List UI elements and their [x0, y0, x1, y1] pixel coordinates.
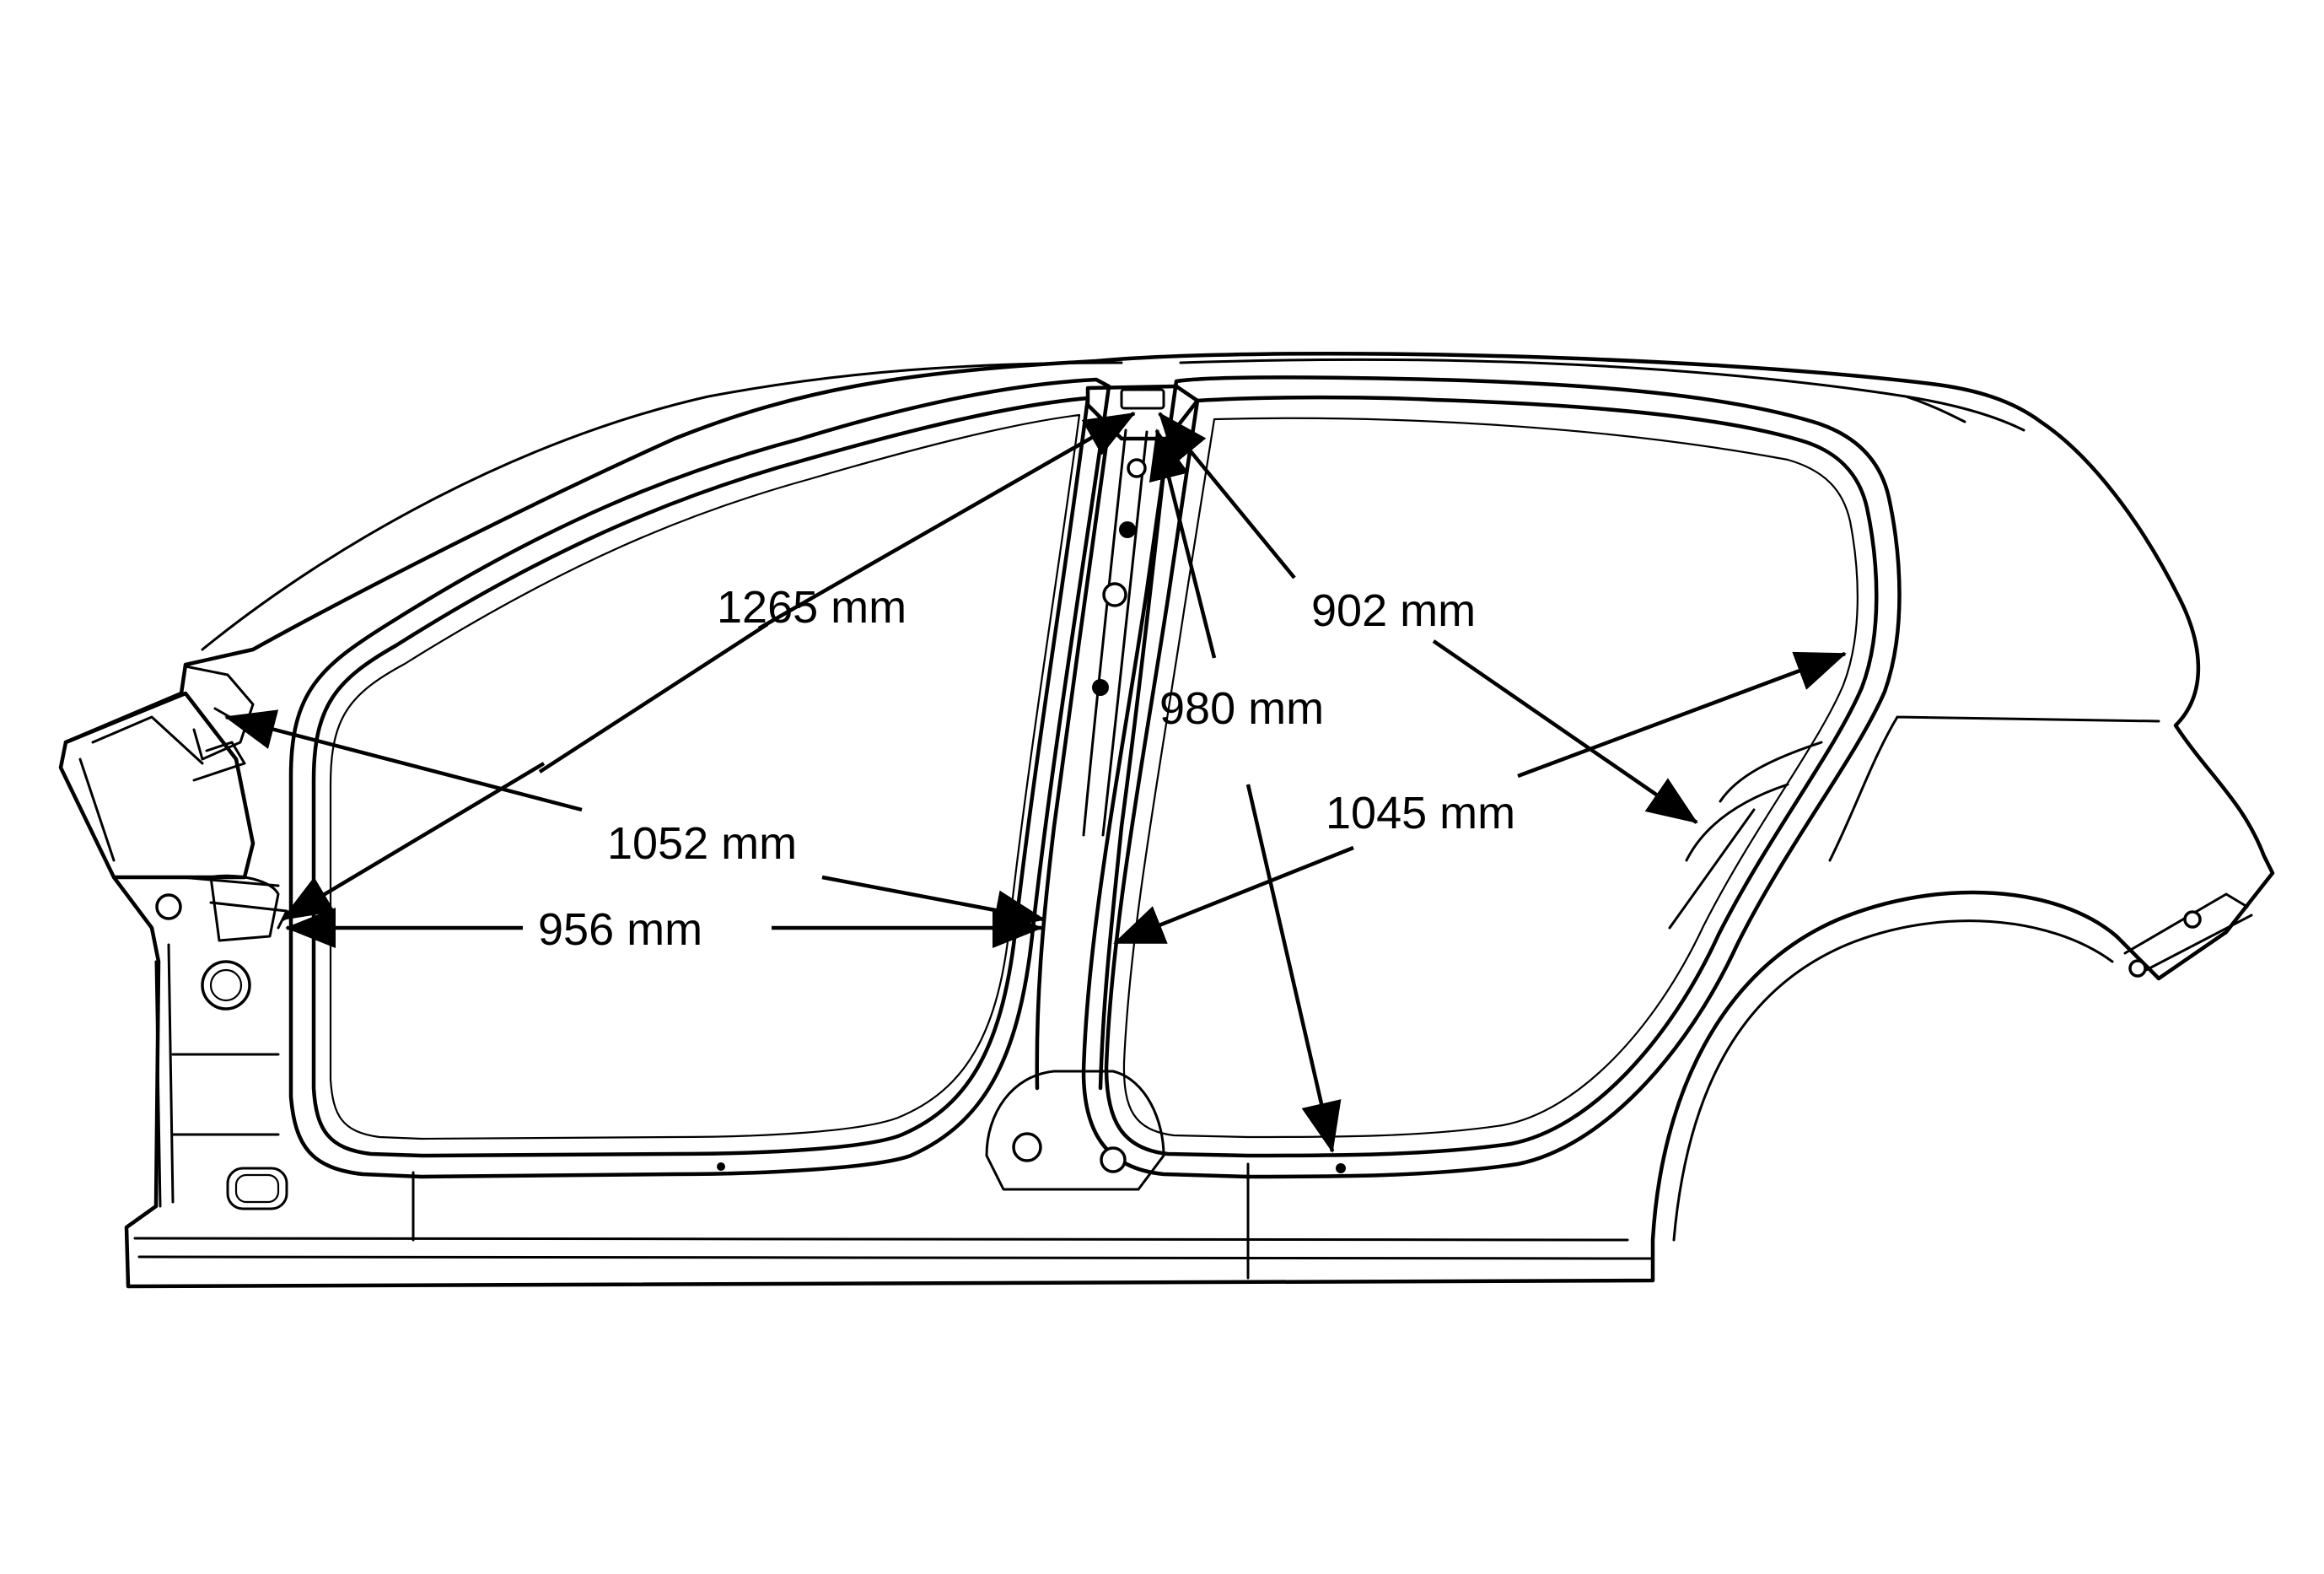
- lower-hinge-pad-inner: [234, 1173, 280, 1204]
- hinge-pillar-strip-1: [154, 960, 162, 1208]
- arrow-980-to-rear-rocker: [1245, 784, 1342, 1153]
- rear-door-opening-outer: [1081, 375, 1902, 1179]
- body-side-panel: [58, 351, 2275, 1289]
- roof-rail-line-2: [1179, 358, 2025, 432]
- hole-b-pillar-lower-2: [1100, 1146, 1127, 1173]
- rear-quarter-wheel-arch-inner: [1672, 919, 2114, 1242]
- hinge-pillar-panels: [171, 876, 288, 1136]
- arrow-1052-to-b-pillar: [821, 875, 1046, 930]
- label-1045-mm: 1045 mm: [1326, 788, 1515, 838]
- rear-quarter-taillight-edge: [1828, 715, 2160, 862]
- b-pillar-inner-1: [1082, 429, 1127, 837]
- b-pillar-inner-2: [1101, 430, 1149, 837]
- arrow-1265-mid: [538, 623, 769, 774]
- roof-rail-line-1: [201, 361, 1123, 651]
- rear-quarter-belt-line: [1904, 395, 1966, 423]
- hole-quarter-1: [2183, 910, 2202, 929]
- b-pillar-top-slot: [1120, 388, 1165, 410]
- a-pillar-front-detail: [78, 715, 204, 862]
- rear-door-opening-innermost: [1122, 417, 1859, 1139]
- label-1052-mm: 1052 mm: [607, 818, 797, 869]
- hole-b-pillar-3: [1102, 582, 1127, 607]
- hinge-pillar-bracket: [209, 874, 280, 942]
- front-door-opening-innermost: [329, 413, 1081, 1140]
- label-980-mm: 980 mm: [1159, 683, 1324, 734]
- label-1265-mm: 1265 mm: [717, 582, 906, 633]
- rear-wheelhouse-lines: [1668, 741, 1823, 930]
- arrow-980-to-b-pillar-top: [1149, 429, 1217, 659]
- b-pillar-front-edge: [1035, 423, 1111, 1091]
- a-pillar-front-panel: [63, 691, 256, 880]
- marker-sill-rear: [1336, 1163, 1346, 1173]
- hole-a-pillar-2: [201, 960, 251, 1011]
- hole-a-pillar-1: [155, 893, 182, 920]
- label-956-mm: 956 mm: [538, 904, 702, 955]
- dimension-arrows: [224, 412, 1847, 1153]
- hole-b-pillar-1: [1127, 458, 1147, 478]
- arrow-1265-to-front-hinge: [281, 762, 546, 921]
- outer-silhouette: [58, 351, 2275, 1289]
- arrow-1045-to-b-pillar: [1113, 845, 1354, 946]
- plug-b-pillar-4: [1092, 679, 1109, 696]
- b-pillar-rear-edge: [1098, 432, 1170, 1091]
- arrow-902-to-rear-wheelhouse: [1432, 639, 1698, 824]
- lower-hinge-pad: [226, 1167, 288, 1210]
- dimension-labels: 1265 mm 902 mm 980 mm 1052 mm 1045 mm 95…: [538, 582, 1515, 955]
- arrow-902-to-b-pillar-top: [1158, 412, 1296, 579]
- rear-quarter-flange: [2123, 892, 2253, 972]
- label-902-mm: 902 mm: [1311, 585, 1476, 636]
- hinge-pillar-strip-2: [167, 943, 175, 1204]
- hole-a-pillar-2-rim: [209, 968, 243, 1002]
- arrow-1045-to-rear-quarter: [1517, 651, 1847, 779]
- hole-b-pillar-lower-1: [1012, 1132, 1042, 1162]
- b-pillar-lower-panel: [985, 1070, 1165, 1191]
- rear-door-opening-inner: [1104, 395, 1879, 1158]
- arrow-1265-to-b-pillar-top: [757, 412, 1136, 630]
- rocker-sill-line: [133, 1237, 1654, 1260]
- marker-sill-front: [717, 1162, 725, 1171]
- plug-b-pillar-2: [1119, 521, 1136, 538]
- front-door-opening-inner: [311, 396, 1090, 1158]
- hole-quarter-2: [2128, 959, 2147, 978]
- front-door-opening-outer: [288, 377, 1111, 1179]
- arrow-1052-to-front-striker: [224, 709, 583, 812]
